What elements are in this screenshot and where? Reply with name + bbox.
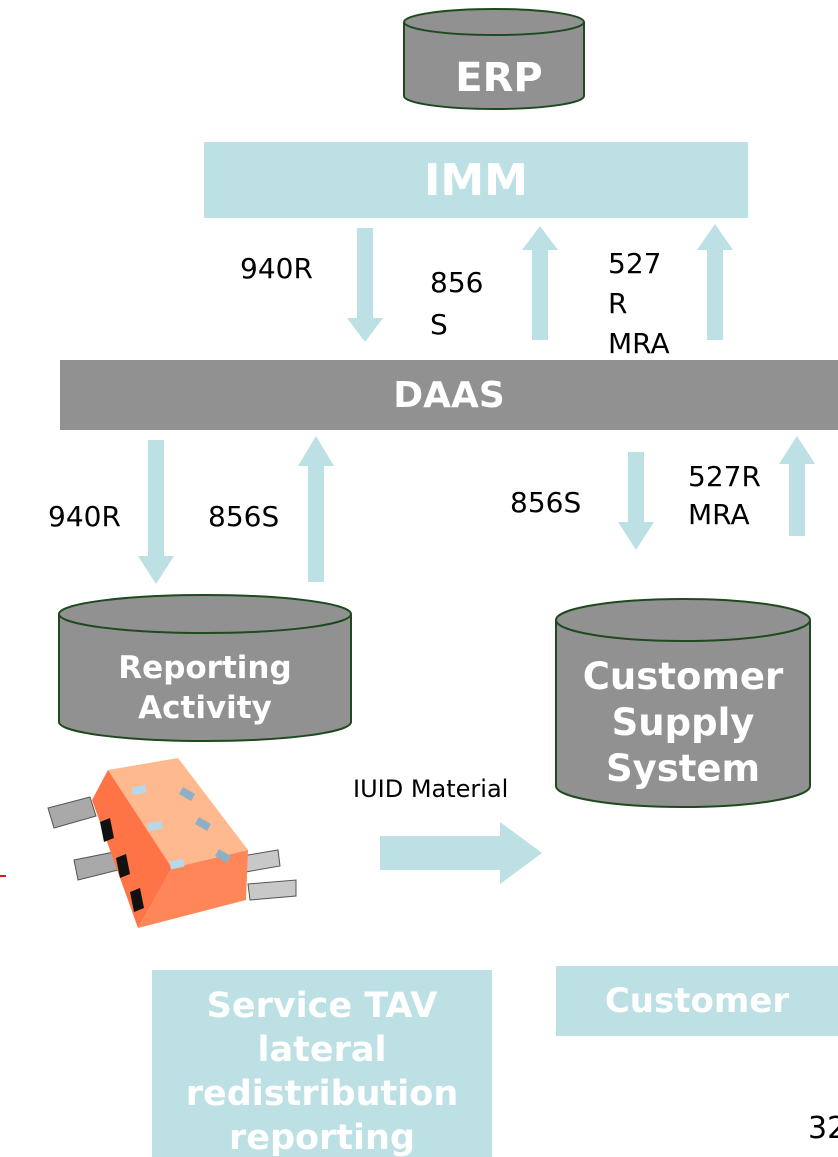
service-tav-node: Service TAV lateral redistribution repor… [152, 970, 492, 1157]
erp-label: ERP [455, 55, 543, 101]
arrow-daas-to-imm-856 [522, 226, 558, 340]
arrow-daas-to-imm-527 [697, 224, 733, 340]
edge-label-daas-to-imm-856: 856 S [430, 266, 484, 341]
imm-node: IMM [204, 142, 748, 218]
edge-label-reporting-to-daas: 856S [208, 500, 280, 533]
arrow-customer-to-daas [779, 436, 815, 536]
page-number: 32 [808, 1111, 838, 1146]
arrow-material-flow [380, 822, 542, 884]
arrow-reporting-to-daas [298, 436, 334, 582]
edge-label-daas-to-customer: 856S [510, 486, 582, 519]
arrow-imm-to-daas [347, 228, 383, 342]
customer-node: Customer [556, 966, 838, 1036]
building-icon [47, 758, 297, 928]
edge-label-imm-to-daas: 940R [240, 252, 313, 285]
arrow-daas-to-customer [618, 452, 654, 550]
customer-supply-system-label: Customer Supply System [582, 655, 784, 790]
reporting-activity-label: Reporting Activity [118, 650, 292, 726]
edge-label-daas-to-reporting: 940R [48, 500, 121, 533]
material-flow-label: IUID Material [353, 775, 509, 803]
edge-label-customer-to-daas: 527R MRA [688, 460, 761, 531]
daas-node: DAAS [60, 360, 838, 430]
arrow-daas-to-reporting [138, 440, 174, 584]
edge-label-daas-to-imm-527: 527 R MRA [608, 247, 670, 360]
